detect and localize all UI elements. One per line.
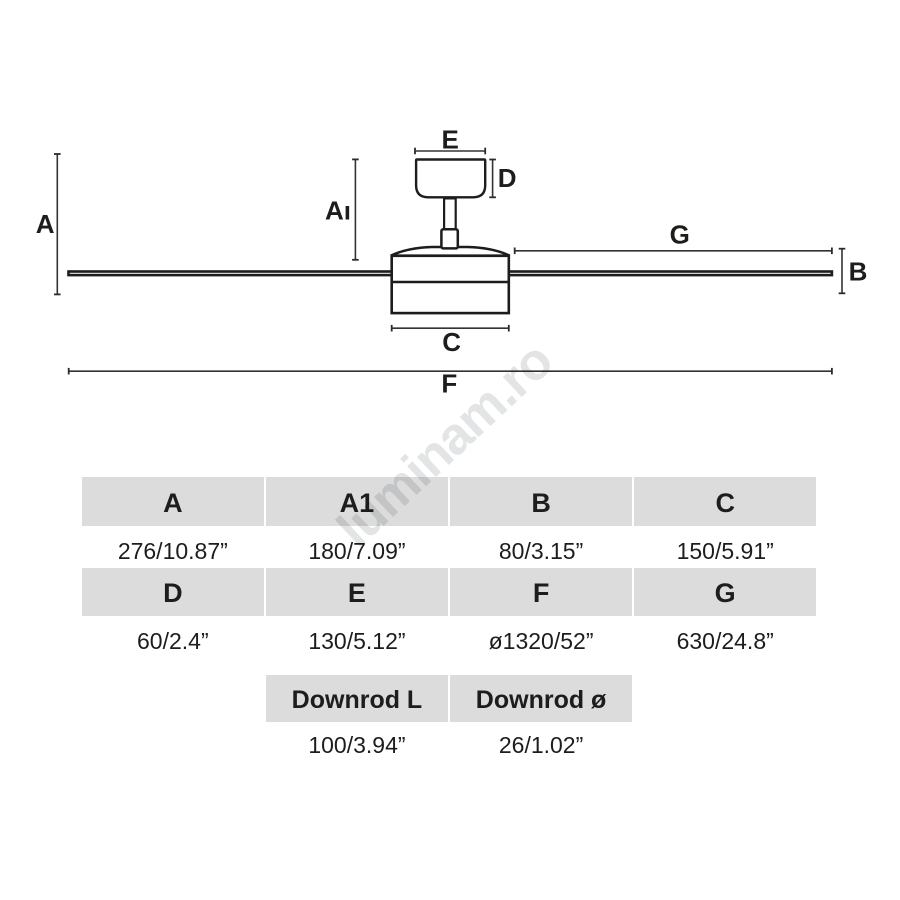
- svg-text:D: D: [498, 163, 517, 193]
- svg-text:E: E: [442, 125, 459, 155]
- svg-text:F: F: [441, 368, 457, 398]
- svg-text:luminam.ro: luminam.ro: [327, 332, 564, 559]
- svg-text:A: A: [36, 209, 55, 239]
- svg-text:C: C: [442, 327, 461, 357]
- svg-text:B: B: [849, 257, 868, 287]
- svg-text:G: G: [670, 219, 690, 249]
- svg-text:Aı: Aı: [325, 195, 351, 225]
